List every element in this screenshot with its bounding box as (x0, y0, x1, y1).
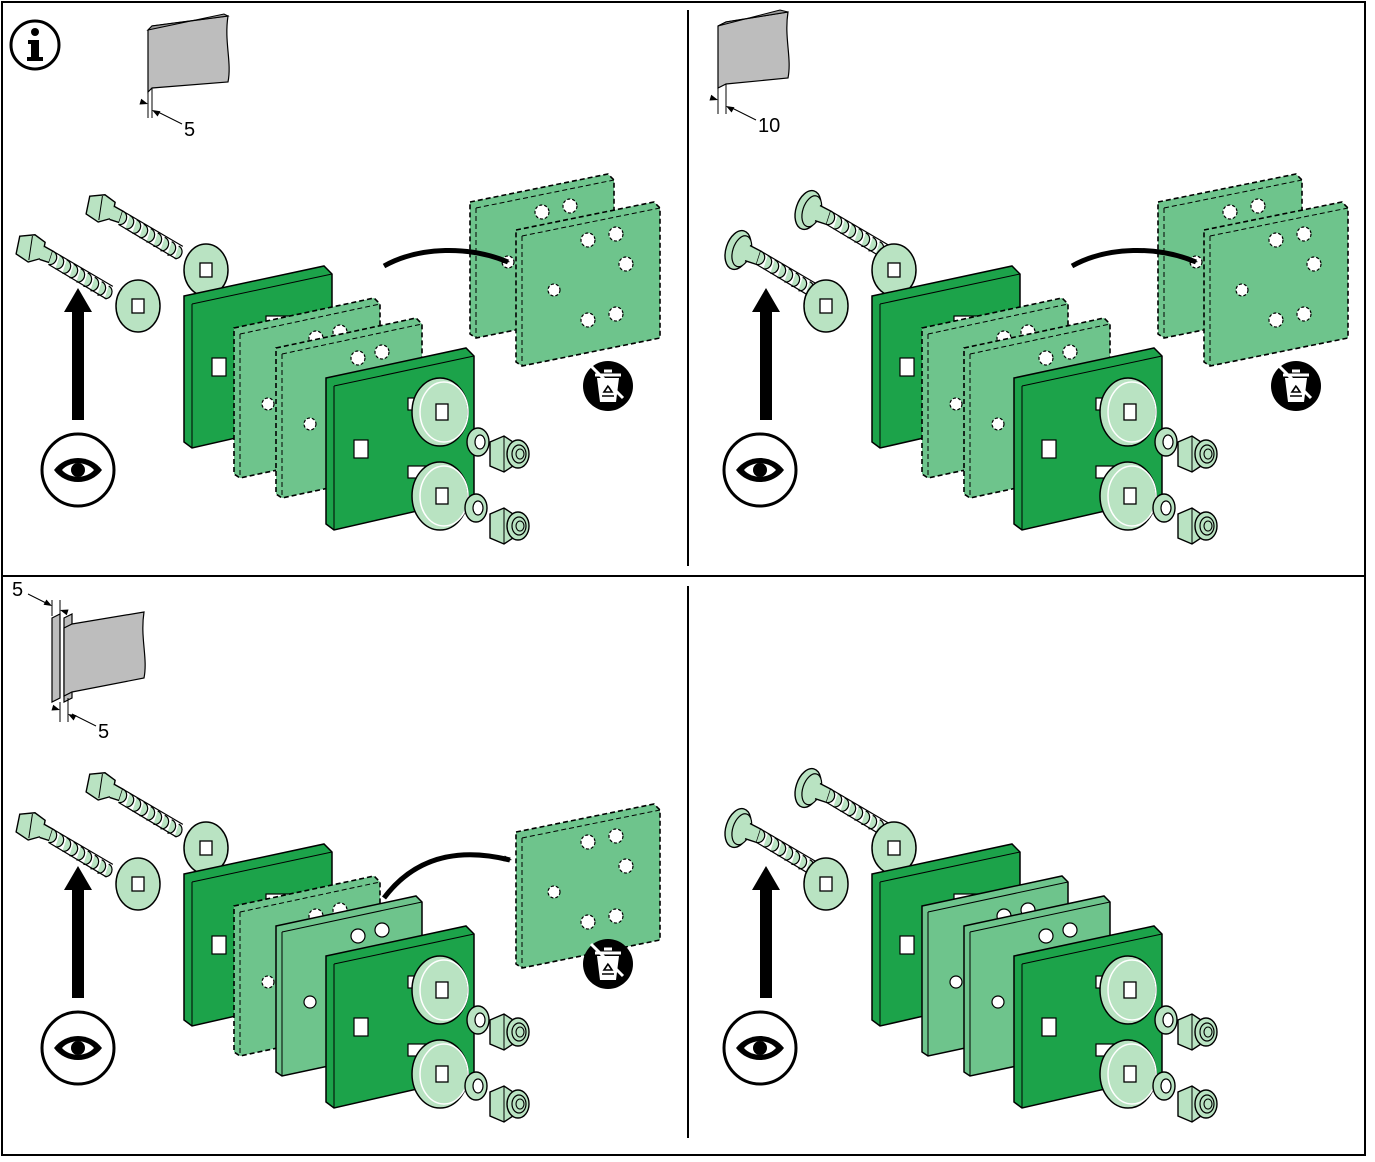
bolt-lower (8, 807, 123, 879)
lock-washer-upper (466, 1005, 490, 1035)
up-arrow (752, 288, 780, 420)
bolt-upper (78, 767, 193, 839)
large-washer-upper (411, 377, 469, 447)
lock-washer-upper (1154, 427, 1178, 457)
recycle-bin-icon (1269, 359, 1323, 413)
up-arrow (64, 866, 92, 998)
panel-top-left: 5 (8, 13, 661, 545)
nut-lower (489, 1085, 530, 1123)
discard-arrow (1070, 248, 1197, 269)
panel-bottom-right: 1010 (718, 764, 1218, 1123)
up-arrow (64, 288, 92, 420)
eye-icon (722, 432, 798, 508)
large-washer-lower (1099, 461, 1157, 531)
large-washer-lower (1099, 1039, 1157, 1109)
discarded-plate-2 (1203, 201, 1349, 367)
recycle-bin-icon (581, 359, 635, 413)
eye-icon (40, 1010, 116, 1086)
eye-icon (40, 432, 116, 508)
washer-lower (115, 857, 161, 911)
info-circle-icon (9, 19, 61, 71)
thickness-label: 10 (758, 115, 780, 137)
lock-washer-lower (1152, 493, 1176, 523)
discarded-plate-1 (515, 803, 661, 969)
washer-lower (115, 279, 161, 333)
lock-washer-upper (1154, 1005, 1178, 1035)
nut-upper (1177, 1013, 1218, 1051)
recycle-bin-icon (581, 937, 635, 991)
lock-washer-lower (464, 1071, 488, 1101)
large-washer-upper (1099, 377, 1157, 447)
lock-washer-lower (1152, 1071, 1176, 1101)
busbar-thickness-figure: 55 (12, 579, 146, 743)
nut-lower (1177, 1085, 1218, 1123)
washer-lower (803, 857, 849, 911)
nut-upper (1177, 435, 1218, 473)
nut-lower (489, 507, 530, 545)
thickness-label: 5 (184, 119, 195, 141)
bolt-lower (8, 229, 123, 301)
thickness-label-top: 5 (12, 579, 23, 601)
lock-washer-upper (466, 427, 490, 457)
eye-icon (722, 1010, 798, 1086)
large-washer-upper (411, 955, 469, 1025)
large-washer-upper (1099, 955, 1157, 1025)
busbar-thickness-figure: 10 (709, 9, 790, 137)
bolt-upper (78, 189, 193, 261)
up-arrow (752, 866, 780, 998)
washer-lower (803, 279, 849, 333)
discard-arrow (382, 248, 509, 269)
nut-upper (489, 435, 530, 473)
nut-upper (489, 1013, 530, 1051)
discarded-plate-2 (515, 201, 661, 367)
panel-bottom-left: 55 (8, 579, 661, 1123)
discard-arrow (382, 852, 511, 900)
nut-lower (1177, 507, 1218, 545)
large-washer-lower (411, 461, 469, 531)
busbar-thickness-figure: 5 (139, 13, 230, 141)
panel-top-right: 10 (709, 9, 1349, 545)
thickness-label-bottom: 5 (98, 721, 109, 743)
large-washer-lower (411, 1039, 469, 1109)
lock-washer-lower (464, 493, 488, 523)
